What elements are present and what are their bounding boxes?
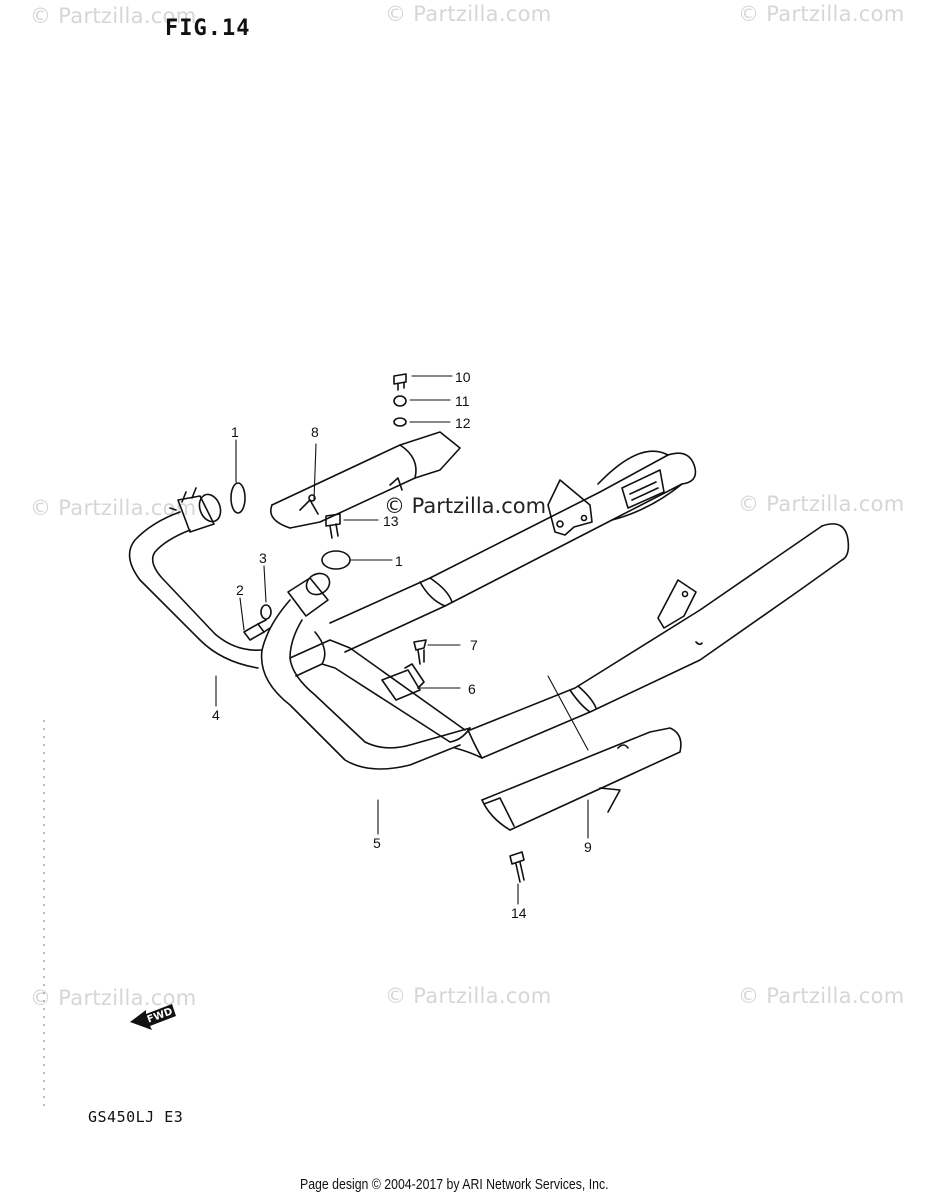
callout-9: 9 — [584, 839, 592, 855]
bolt-7 — [413, 639, 427, 665]
washer-3 — [260, 604, 272, 620]
callout-2: 2 — [236, 582, 244, 598]
bolt-2 — [243, 619, 271, 641]
exhaust-pipe-right — [260, 572, 483, 770]
callout-14: 14 — [511, 905, 527, 921]
callout-7: 7 — [470, 637, 478, 653]
callout-10: 10 — [455, 369, 471, 385]
gasket-top — [230, 482, 246, 514]
gasket-mid — [321, 550, 351, 570]
model-code: GS450LJ E3 — [88, 1108, 184, 1126]
watermark-mid-right: © Partzilla.com — [738, 492, 905, 516]
footer-copyright: Page design © 2004-2017 by ARI Network S… — [300, 1176, 609, 1193]
watermark-bottom-center: © Partzilla.com — [385, 984, 552, 1008]
watermark-center-overlay: © Partzilla.com — [384, 494, 547, 518]
watermark-bottom-right: © Partzilla.com — [738, 984, 905, 1008]
callout-11: 11 — [455, 393, 470, 409]
bolt-10 — [393, 373, 407, 391]
callout-12: 12 — [455, 415, 471, 431]
upper-muffler — [329, 450, 697, 653]
callout-4: 4 — [212, 707, 220, 723]
callout-8: 8 — [311, 424, 319, 440]
callout-6: 6 — [468, 681, 476, 697]
fwd-label: FWD — [146, 1006, 174, 1025]
callout-13: 13 — [383, 513, 399, 529]
watermark-top-center: © Partzilla.com — [385, 2, 552, 26]
figure-title: FIG.14 — [165, 16, 251, 41]
forward-arrow-icon: FWD — [130, 1004, 176, 1030]
callout-3: 3 — [259, 550, 267, 566]
callout-1-mid: 1 — [395, 553, 403, 569]
heat-shield-lower — [481, 727, 682, 831]
watermark-top-right: © Partzilla.com — [738, 2, 905, 26]
bolt-13 — [325, 513, 341, 539]
callout-1-top: 1 — [231, 424, 239, 440]
exhaust-pipe-left — [128, 487, 263, 669]
lower-muffler — [469, 523, 850, 759]
callout-5: 5 — [373, 835, 381, 851]
screw-14 — [509, 851, 525, 883]
nut-11 — [393, 395, 407, 407]
washer-12 — [393, 417, 407, 427]
watermark-top-left: © Partzilla.com — [30, 4, 197, 28]
